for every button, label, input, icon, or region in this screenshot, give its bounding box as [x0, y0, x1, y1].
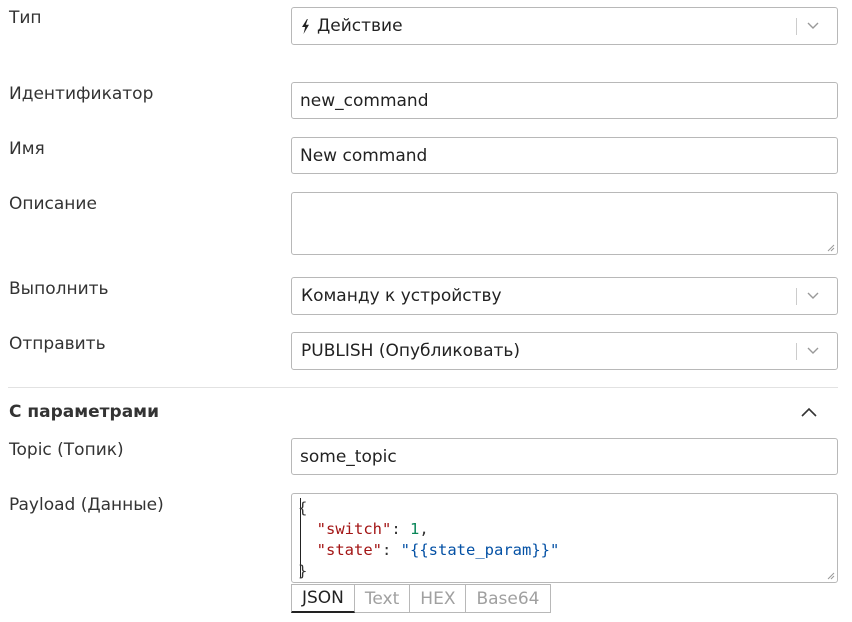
send-select[interactable]: PUBLISH (Опубликовать): [291, 332, 838, 370]
code-line: "state": "{{state_param}}": [316, 541, 560, 559]
section-divider: [8, 387, 838, 388]
chevron-down-icon[interactable]: [807, 333, 837, 369]
execute-select[interactable]: Команду к устройству: [291, 277, 838, 315]
resize-grip-icon[interactable]: [826, 243, 835, 252]
topic-input[interactable]: some_topic: [291, 438, 838, 475]
send-value: PUBLISH (Опубликовать): [301, 341, 521, 361]
description-label: Описание: [9, 194, 97, 214]
payload-label: Payload (Данные): [9, 495, 164, 515]
code-line: {: [298, 499, 308, 517]
tab-text[interactable]: Text: [354, 584, 411, 613]
chevron-down-icon[interactable]: [807, 8, 837, 44]
identifier-input[interactable]: new_command: [291, 82, 838, 119]
lightning-bolt-icon: [301, 18, 310, 34]
type-label: Тип: [9, 8, 42, 28]
execute-label: Выполнить: [9, 279, 109, 299]
description-textarea[interactable]: [291, 192, 838, 255]
name-label: Имя: [9, 139, 45, 159]
payload-editor[interactable]: { "switch": 1, "state": "{{state_param}}…: [291, 493, 838, 583]
identifier-label: Идентификатор: [9, 84, 154, 104]
execute-value: Команду к устройству: [301, 286, 502, 306]
resize-grip-icon[interactable]: [826, 571, 835, 580]
name-input[interactable]: New command: [291, 137, 838, 174]
select-separator: [796, 17, 797, 35]
editor-gutter-line: [300, 498, 301, 578]
params-section-title[interactable]: С параметрами: [9, 402, 159, 422]
code-line: }: [298, 562, 308, 580]
code-line: "switch": 1,: [316, 520, 429, 538]
tab-base64[interactable]: Base64: [466, 584, 551, 613]
tab-json[interactable]: JSON: [291, 584, 355, 613]
select-separator: [796, 342, 797, 360]
chevron-up-icon[interactable]: [799, 402, 819, 422]
chevron-down-icon[interactable]: [807, 278, 837, 314]
type-select[interactable]: Действие: [291, 7, 838, 45]
send-label: Отправить: [9, 334, 106, 354]
topic-label: Topic (Топик): [9, 440, 124, 460]
tab-hex[interactable]: HEX: [410, 584, 467, 613]
type-value: Действие: [317, 16, 403, 36]
select-separator: [796, 287, 797, 305]
format-tabs: JSON Text HEX Base64: [291, 584, 551, 613]
